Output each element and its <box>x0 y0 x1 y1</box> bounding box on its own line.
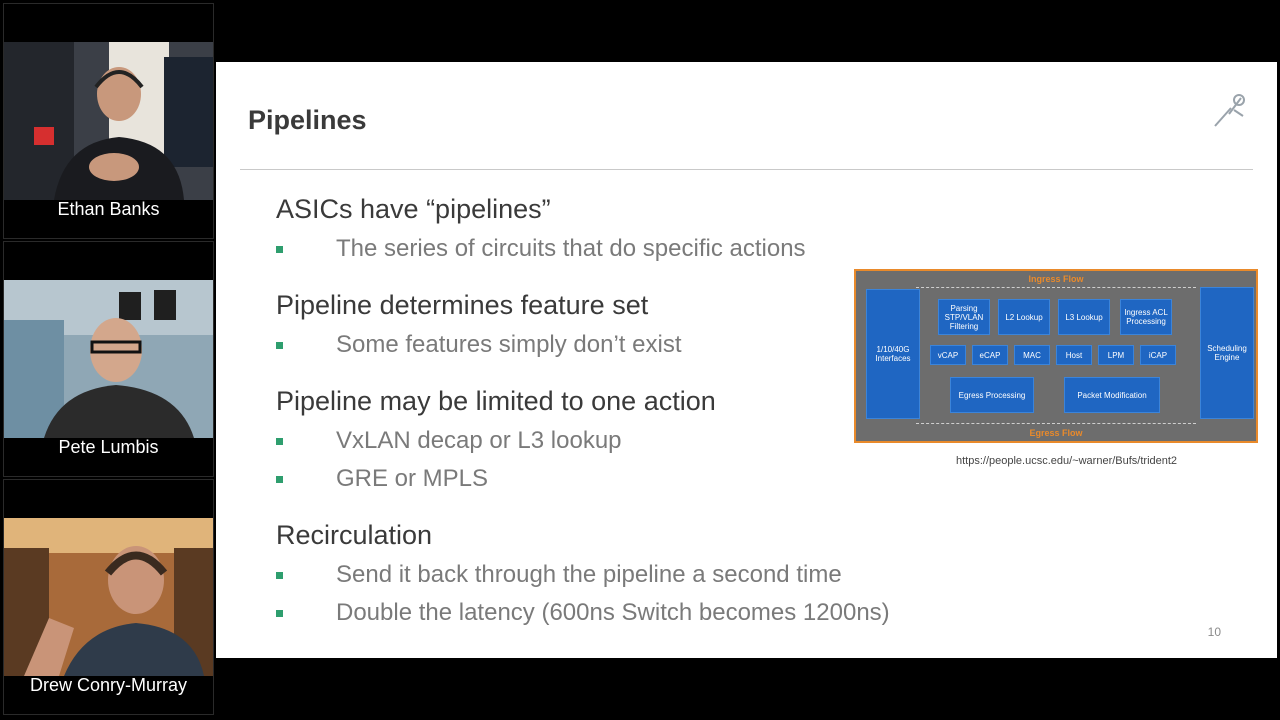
ingress-flow-line <box>916 287 1196 288</box>
bullet-item: GRE or MPLS <box>276 462 896 496</box>
bullet-item: Send it back through the pipeline a seco… <box>276 558 896 592</box>
participant-name: Drew Conry-Murray <box>29 675 188 695</box>
bullet-square-icon <box>276 476 283 483</box>
diagram-block: eCAP <box>972 345 1008 365</box>
diagram-source-link[interactable]: https://people.ucsc.edu/~warner/Bufs/tri… <box>956 455 1178 467</box>
bullet-list: ASICs have “pipelines” The series of cir… <box>276 192 896 630</box>
diagram-block: L2 Lookup <box>998 299 1050 335</box>
diagram-block: iCAP <box>1140 345 1176 365</box>
egress-flow-line <box>916 423 1196 424</box>
participant-tile-2[interactable]: Pete Lumbis <box>3 241 214 477</box>
bullet-item: The series of circuits that do specific … <box>276 232 896 266</box>
pipeline-diagram: Ingress Flow 1/10/40G Interfaces Schedul… <box>854 269 1258 443</box>
participant-name: Pete Lumbis <box>58 437 159 457</box>
bullet-item: Double the latency (600ns Switch becomes… <box>276 596 896 630</box>
diagram-block: Ingress ACL Processing <box>1120 299 1172 335</box>
video-feed <box>4 518 213 676</box>
slide-page-number: 10 <box>1207 625 1221 639</box>
bullet-heading: ASICs have “pipelines” <box>276 194 551 224</box>
title-divider <box>240 169 1253 170</box>
participant-name: Ethan Banks <box>57 199 160 219</box>
bullet-item: Some features simply don’t exist <box>276 328 896 362</box>
scheduling-engine-block: Scheduling Engine <box>1200 287 1254 419</box>
ingress-flow-label: Ingress Flow <box>1028 274 1084 284</box>
slide-title: Pipelines <box>248 105 367 135</box>
bullet-square-icon <box>276 438 283 445</box>
diagram-block: L3 Lookup <box>1058 299 1110 335</box>
participant-tile-1[interactable]: Ethan Banks <box>3 3 214 239</box>
diagram-block: Parsing STP/VLAN Filtering <box>938 299 990 335</box>
bullet-item: VxLAN decap or L3 lookup <box>276 424 896 458</box>
bullet-heading: Pipeline may be limited to one action <box>276 386 716 416</box>
video-feed <box>4 42 213 200</box>
bullet-heading: Pipeline determines feature set <box>276 290 649 320</box>
participant-tile-3[interactable]: Drew Conry-Murray <box>3 479 214 715</box>
logo-icon <box>1214 94 1245 127</box>
bullet-square-icon <box>276 342 283 349</box>
bullet-heading: Recirculation <box>276 520 433 550</box>
diagram-block: Egress Processing <box>950 377 1034 413</box>
presentation-slide: Pipelines ASICs have “pipelines” The ser… <box>216 62 1277 658</box>
egress-flow-label: Egress Flow <box>1029 428 1083 438</box>
interfaces-block: 1/10/40G Interfaces <box>866 289 920 419</box>
diagram-block: MAC <box>1014 345 1050 365</box>
diagram-block: Packet Modification <box>1064 377 1160 413</box>
video-feed <box>4 280 213 438</box>
diagram-block: LPM <box>1098 345 1134 365</box>
diagram-block: vCAP <box>930 345 966 365</box>
diagram-block: Host <box>1056 345 1092 365</box>
bullet-square-icon <box>276 572 283 579</box>
bullet-square-icon <box>276 246 283 253</box>
bullet-square-icon <box>276 610 283 617</box>
